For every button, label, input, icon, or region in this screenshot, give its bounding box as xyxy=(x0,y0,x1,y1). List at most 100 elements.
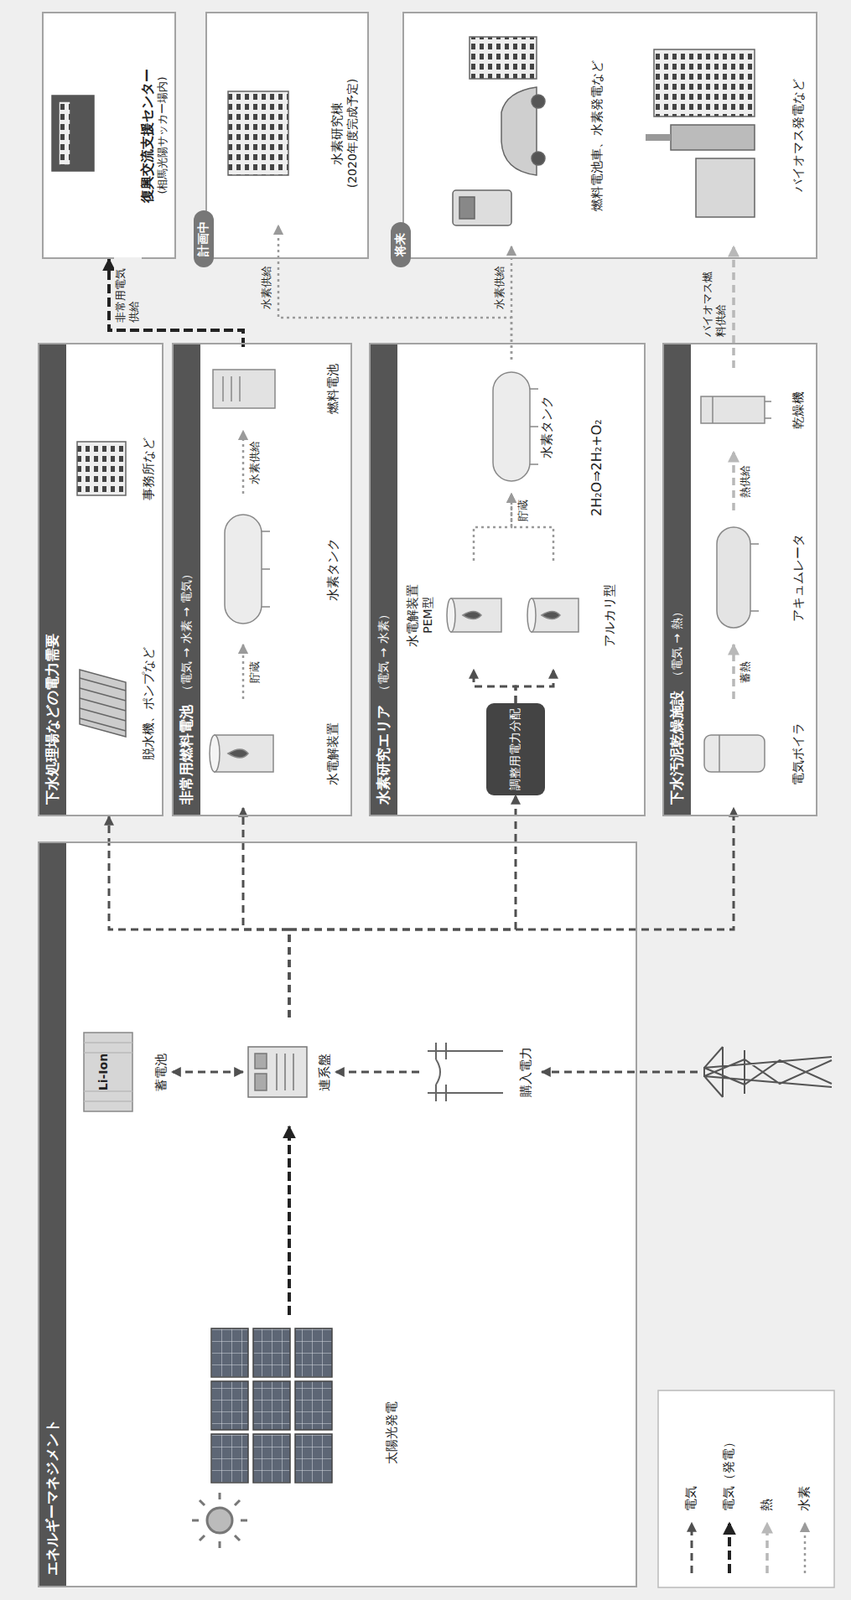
equipment-node: 購入電力 xyxy=(419,1017,537,1127)
panel-ground xyxy=(171,342,353,817)
support-center-icon-part xyxy=(58,101,71,166)
electrolyzer-icon xyxy=(209,735,274,773)
alkaline-electrolyzer-icon-part xyxy=(531,598,579,633)
node-label: 購入電力 xyxy=(518,1047,535,1098)
equipment-node: 連系盤 xyxy=(243,1017,336,1127)
flow-connector xyxy=(731,451,736,511)
transmission-tower xyxy=(704,1047,832,1098)
panel-ground xyxy=(662,342,818,817)
biomass-plant-icon-part xyxy=(653,49,755,117)
battery-node: Li-Ion 蓄電池 xyxy=(79,1017,172,1127)
node-label: (2020年度完成予定) xyxy=(345,78,361,189)
node-label: Li-Ion xyxy=(96,1053,112,1091)
flow-connector xyxy=(287,1126,291,1316)
sun-icon xyxy=(191,1493,248,1549)
sun-icon-part xyxy=(191,1493,248,1549)
office-icon xyxy=(77,441,126,496)
solar-panels-part xyxy=(295,1328,333,1378)
legend-samples-part xyxy=(727,1523,732,1574)
node-label: 蓄電池 xyxy=(153,1053,170,1092)
solar-panels-part xyxy=(295,1381,333,1431)
research-building-icon-part xyxy=(228,91,289,176)
boiler-icon xyxy=(704,735,765,773)
area-panel: エネルギーマネジメント太陽光発電連系盤Li-Ion蓄電池購入電力 xyxy=(37,841,638,1588)
fcv-station-icon-part xyxy=(531,94,545,109)
area-panel: 非常用燃料電池（電気 → 水素 → 電気）水電解装置水素タンク燃料電池 xyxy=(171,342,353,817)
alkaline-electrolyzer-icon-part xyxy=(527,598,536,633)
node-label: 乾燥機 xyxy=(790,391,807,430)
reaction-formula: 2H₂O⇒2H₂+O₂ xyxy=(588,416,605,519)
node-label: アルカリ型 xyxy=(601,584,618,648)
panel-header: 下水処理場などの電力需要 xyxy=(39,344,67,815)
biomass-plant-icon-part xyxy=(670,124,755,151)
flow-connector xyxy=(242,430,245,494)
legend-label: 電気（発電） xyxy=(721,1436,737,1512)
fuel-cell-icon-part xyxy=(212,369,276,409)
flow-label: 非常用電気供給 xyxy=(114,257,142,325)
dryer-icon-part xyxy=(700,396,765,424)
flow-label: 水素供給 xyxy=(248,439,262,487)
pem-electrolyzer-icon-part xyxy=(451,598,502,633)
alkaline-electrolyzer-icon xyxy=(527,598,579,633)
panel-ground xyxy=(205,11,369,260)
panel-header: エネルギーマネジメント xyxy=(39,843,67,1587)
node-label: 調整用電力分配 xyxy=(508,708,524,791)
node-label: 事務所など xyxy=(140,437,157,501)
battery-icon xyxy=(83,1032,133,1112)
panel-title: 水素研究エリア xyxy=(374,705,393,805)
dehydrator-icon-part xyxy=(79,678,126,732)
equipment-node: 燃料電池車、水素発電など xyxy=(419,24,608,247)
flow-label: 貯蔵 xyxy=(516,498,530,524)
area-panel: 下水汚泥乾燥施設（電気 → 熱）電気ボイラアキュムレータ乾燥機 xyxy=(662,342,818,817)
office-icon-part xyxy=(77,441,126,496)
panel-header: 水素研究エリア（電気 → 水素） xyxy=(370,344,398,815)
equipment-node: 乾燥機 xyxy=(695,368,810,452)
flow-label: 水素供給 xyxy=(259,264,274,312)
future-box: 計画中水素研究棟(2020年度完成予定) xyxy=(205,11,369,260)
panel-ground xyxy=(402,11,818,260)
flow-connector xyxy=(731,246,736,369)
research-tank-icon-part xyxy=(492,372,530,482)
equipment-node: 水素研究棟(2020年度完成予定) xyxy=(219,41,363,226)
equipment-node: アルカリ型 xyxy=(524,560,621,670)
dehydrator-icon-part xyxy=(79,669,126,737)
accumulator-icon-part xyxy=(716,527,751,628)
fcv-station-icon-part xyxy=(459,197,475,219)
solar-panels-part xyxy=(253,1381,291,1431)
node-label: 燃料電池 xyxy=(325,363,342,415)
battery-icon-part xyxy=(83,1042,133,1102)
node-label: 復興交流支援センター xyxy=(139,68,156,203)
facility-box: 復興交流支援センター(相馬光陽サッカー場内) xyxy=(41,11,177,260)
flow-connector xyxy=(731,644,736,700)
node-label: 水素研究棟 xyxy=(329,102,346,166)
flow-connector xyxy=(473,669,516,704)
grid-panel-icon xyxy=(248,1047,307,1098)
panel-ground xyxy=(368,342,646,817)
accumulator-icon-part xyxy=(750,544,759,612)
hydrogen-tank-icon xyxy=(224,514,270,624)
panel-ground xyxy=(37,342,164,817)
flow-connector xyxy=(289,795,516,1018)
legend-frame-part xyxy=(658,1390,835,1588)
purchase-power-icon xyxy=(427,1042,504,1102)
grid-panel-icon-part xyxy=(254,1053,267,1069)
equipment-node: 水素タンク xyxy=(465,359,558,494)
legend-label: 電気 xyxy=(683,1486,700,1512)
fcv-station-icon xyxy=(452,36,545,226)
area-panel: 下水処理場などの電力需要脱水機、ポンプなど事務所など xyxy=(37,342,164,817)
hydrogen-tank-icon-part xyxy=(261,531,270,608)
alkaline-electrolyzer-icon-part xyxy=(541,612,561,620)
status-tag: 将来 xyxy=(390,222,411,268)
support-center-icon-part xyxy=(51,95,94,172)
grid-panel-icon-part xyxy=(276,1053,294,1091)
research-tank-icon-part xyxy=(529,389,539,465)
tower-feed-arrow-part xyxy=(541,1071,698,1075)
panel-title: エネルギーマネジメント xyxy=(43,1419,62,1577)
node-label: 水素タンク xyxy=(325,538,342,602)
area-panel: 水素研究エリア（電気 → 水素）調整用電力分配水電解装置PEM型アルカリ型水素タ… xyxy=(368,342,646,817)
legend-samples-part xyxy=(690,1523,694,1574)
equipment-node: 燃料電池 xyxy=(205,347,344,431)
flow-connector xyxy=(335,1071,420,1075)
node-label: 水電解装置 xyxy=(404,584,421,648)
